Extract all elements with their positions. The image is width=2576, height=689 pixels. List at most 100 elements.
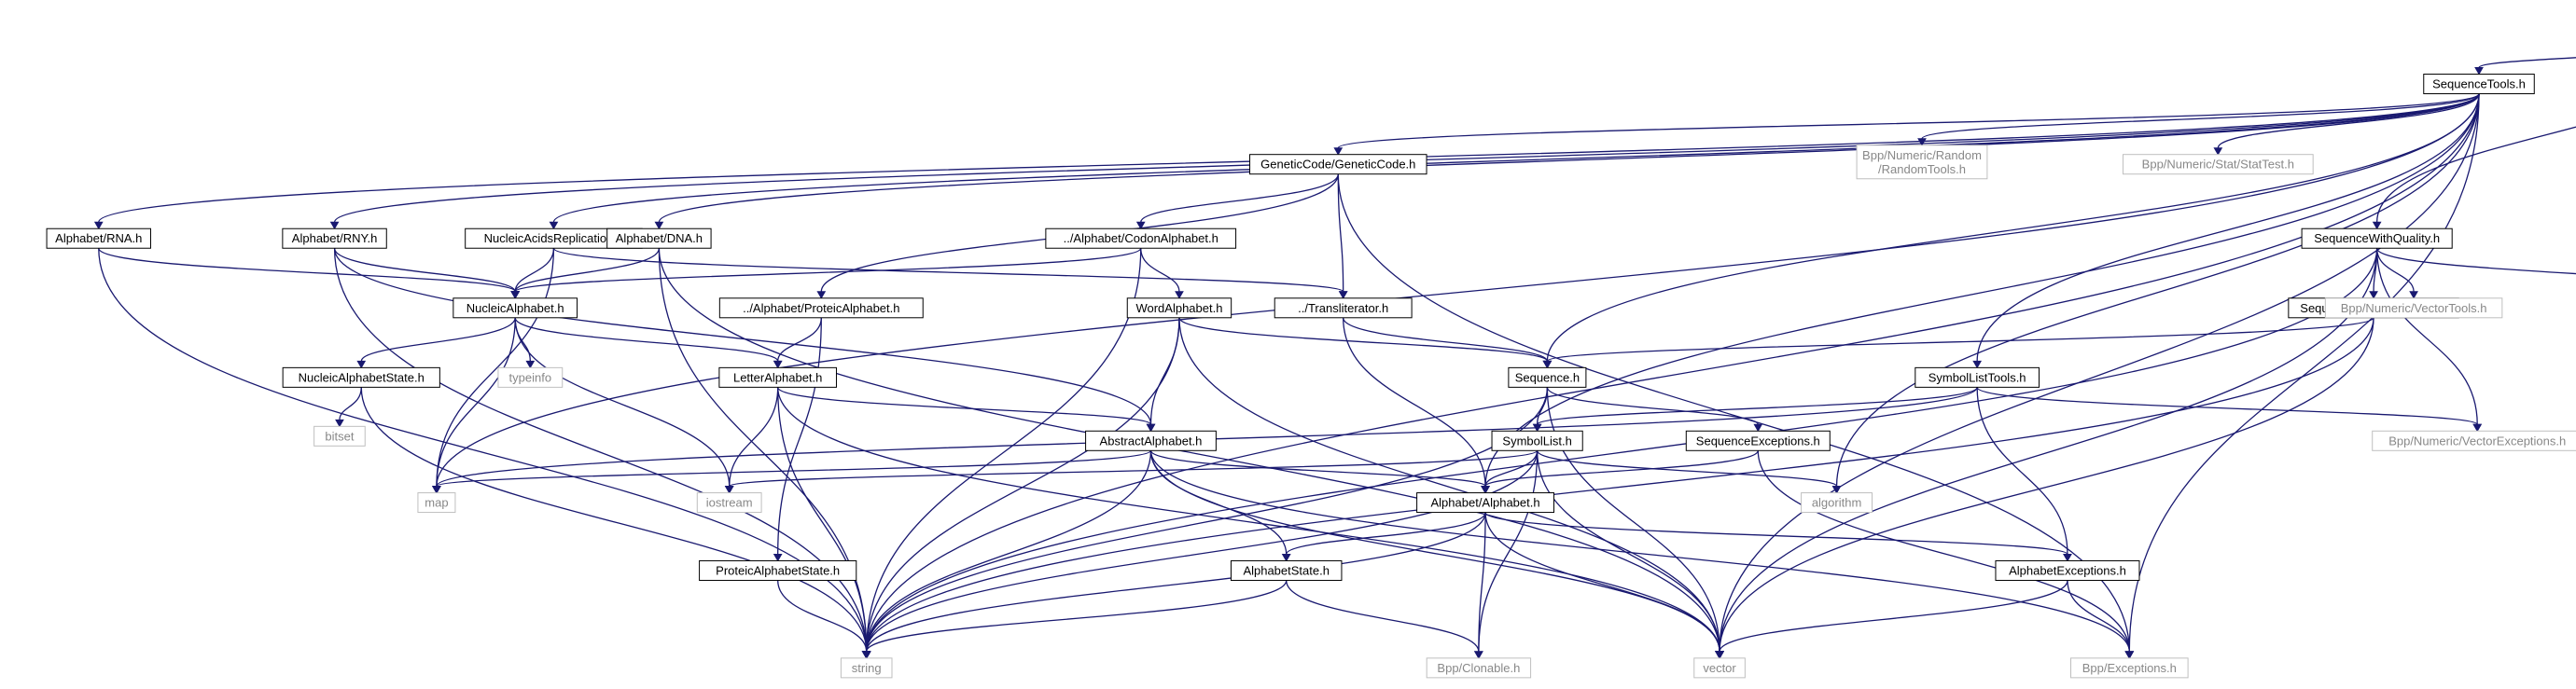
node-swq[interactable]: SequenceWithQuality.h — [2301, 227, 2453, 249]
edge-seqtools-to-geneticcode — [1333, 92, 2480, 156]
node-label: Alphabet/RNA.h — [55, 231, 142, 245]
edge-arrowhead — [654, 221, 664, 230]
edge-symlist-to-algorithm — [1536, 449, 1842, 494]
edge-nastate-to-bitset — [335, 387, 362, 428]
node-label: ../Alphabet/CodonAlphabet.h — [1064, 231, 1218, 245]
edge-seqtools-to-sltools — [1972, 93, 2480, 369]
node-protalpha[interactable]: ../Alphabet/ProteicAlphabet.h — [718, 297, 924, 319]
edge-symlist-to-iostream — [724, 449, 1539, 494]
edge-arrowhead — [510, 291, 521, 299]
edge-line — [866, 450, 1539, 652]
edge-alphabet-to-string — [861, 512, 1486, 659]
edge-rna-to-nucleic — [98, 247, 521, 299]
edge-sequence-to-vector — [1546, 387, 1724, 659]
edge-arrowhead — [1146, 423, 1156, 433]
node-box — [1126, 297, 1232, 319]
edge-nucleic-to-letter — [514, 317, 783, 369]
node-nar[interactable]: NucleicAcidsReplication.h — [465, 227, 643, 249]
edge-line — [1719, 248, 2378, 652]
edge-line — [436, 248, 555, 487]
edge-arrowhead — [861, 651, 871, 659]
node-vectortools: Bpp/Numeric/VectorTools.h — [2324, 297, 2503, 319]
edge-arrowhead — [2372, 221, 2382, 230]
edge-sltools-to-vecexc — [1976, 386, 2483, 433]
node-seqexc[interactable]: SequenceExceptions.h — [1685, 430, 1831, 451]
node-label: WordAlphabet.h — [1135, 301, 1222, 315]
edge-swq-to-vector — [1715, 248, 2378, 659]
node-abstract[interactable]: AbstractAlphabet.h — [1085, 430, 1217, 451]
node-sequence[interactable]: Sequence.h — [1508, 366, 1587, 388]
node-word[interactable]: WordAlphabet.h — [1126, 297, 1232, 319]
node-rny[interactable]: Alphabet/RNY.h — [282, 227, 387, 249]
edge-alphabet-to-clonable — [1474, 512, 1486, 659]
node-label: SymbolListTools.h — [1929, 370, 2026, 384]
node-box — [1508, 366, 1587, 388]
node-box — [1693, 657, 1746, 679]
edge-protalpha-to-letter — [773, 317, 822, 369]
edge-line — [514, 317, 779, 362]
edge-line — [2376, 248, 2478, 425]
edge-line — [1149, 450, 1720, 652]
node-letter[interactable]: LetterAlphabet.h — [718, 366, 837, 388]
edge-line — [866, 512, 1486, 652]
edge-sequence-to-seqexc — [1546, 387, 1763, 433]
node-codon[interactable]: ../Alphabet/CodonAlphabet.h — [1045, 227, 1237, 249]
edge-abstract-to-exceptions — [1149, 450, 2135, 659]
edge-arrowhead — [525, 360, 536, 369]
edge-line — [1921, 92, 2480, 140]
edge-line — [1478, 450, 1539, 652]
node-label: Alphabet/Alphabet.h — [1431, 496, 1540, 510]
edge-word-to-sequence — [1178, 317, 1553, 369]
node-sltools[interactable]: SymbolListTools.h — [1915, 366, 2040, 388]
edge-line — [1719, 93, 2480, 652]
node-rna[interactable]: Alphabet/RNA.h — [46, 227, 151, 249]
node-box — [282, 227, 387, 249]
edge-line — [1484, 512, 1720, 652]
edge-line — [514, 248, 661, 293]
node-label: Bpp/Numeric/VectorExceptions.h — [2388, 434, 2566, 448]
edge-root-to-swq — [2372, 126, 2576, 230]
edge-line — [866, 248, 2378, 652]
node-protstate[interactable]: ProteicAlphabetState.h — [699, 559, 857, 581]
edge-codon-to-word — [1140, 248, 1184, 299]
node-stattest: Bpp/Numeric/Stat/StatTest.h — [2122, 154, 2314, 175]
node-symlist[interactable]: SymbolList.h — [1491, 430, 1583, 451]
node-seqtools[interactable]: SequenceTools.h — [2423, 74, 2535, 95]
node-map: map — [417, 492, 456, 514]
node-label: AbstractAlphabet.h — [1100, 434, 1203, 448]
node-translit[interactable]: ../Transliterator.h — [1274, 297, 1413, 319]
node-box — [453, 297, 578, 319]
edge-arrowhead — [1972, 360, 1983, 369]
node-alphaexc[interactable]: AlphabetExceptions.h — [1995, 559, 2140, 581]
edge-line — [436, 449, 1152, 488]
node-label: Bpp/Numeric/Random — [1862, 148, 1982, 162]
edge-line — [1149, 317, 1180, 425]
node-alphastate[interactable]: AlphabetState.h — [1230, 559, 1343, 581]
node-label: Bpp/Exceptions.h — [2082, 661, 2177, 675]
node-alphabet[interactable]: Alphabet/Alphabet.h — [1416, 492, 1555, 514]
node-box — [699, 559, 857, 581]
node-nucleic[interactable]: NucleicAlphabet.h — [453, 297, 578, 319]
edge-line — [1343, 317, 1549, 362]
edge-word-to-string — [861, 317, 1180, 659]
edge-arrowhead — [1831, 486, 1842, 494]
edge-line — [1337, 173, 1344, 292]
node-dna[interactable]: Alphabet/DNA.h — [606, 227, 712, 249]
edge-arrowhead — [2063, 553, 2072, 562]
edge-line — [1536, 450, 1720, 652]
edge-seqtools-to-exceptions — [2124, 93, 2480, 659]
edge-line — [1546, 387, 1759, 425]
edge-line — [729, 449, 1539, 488]
edge-rny-to-nucleic — [333, 248, 521, 299]
edge-line — [514, 247, 1142, 293]
edge-line — [1757, 450, 2130, 652]
node-geneticcode[interactable]: GeneticCode/GeneticCode.h — [1249, 154, 1427, 175]
node-label: /RandomTools.h — [1878, 162, 1966, 176]
edge-nastate-to-string — [360, 387, 871, 659]
node-nastate[interactable]: NucleicAlphabetState.h — [282, 366, 440, 388]
edge-arrowhead — [2472, 423, 2483, 433]
node-box — [606, 227, 712, 249]
edge-seqtools-to-randomtools — [1917, 92, 2480, 146]
edge-arrowhead — [432, 486, 441, 494]
